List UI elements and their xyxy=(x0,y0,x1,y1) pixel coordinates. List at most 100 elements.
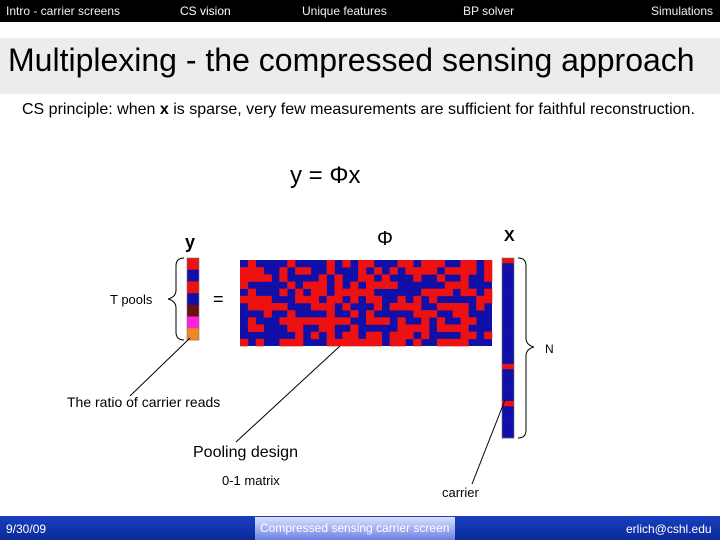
phi-matrix-cell xyxy=(326,331,335,340)
phi-matrix-cell xyxy=(350,288,359,297)
x-vector-cell xyxy=(502,289,514,296)
phi-matrix-cell xyxy=(381,317,390,325)
footer-email: erlich@cshl.edu xyxy=(626,522,712,536)
x-vector-cell xyxy=(502,395,514,402)
phi-matrix-cell xyxy=(326,338,335,347)
phi-matrix-cell xyxy=(271,303,280,311)
phi-matrix-cell xyxy=(460,338,469,347)
phi-matrix-cell xyxy=(255,295,264,304)
x-vector-cell xyxy=(502,342,514,349)
phi-matrix-cell xyxy=(436,338,446,347)
phi-matrix-cell xyxy=(476,303,485,311)
phi-matrix-cell xyxy=(373,338,383,347)
x-vector-cell xyxy=(502,374,514,381)
phi-matrix-cell xyxy=(460,267,469,275)
phi-matrix-cell xyxy=(436,288,446,297)
phi-matrix-cell xyxy=(247,295,257,304)
phi-matrix-cell xyxy=(295,324,304,332)
x-vector-cell xyxy=(502,337,514,344)
phi-matrix-cell xyxy=(436,260,446,268)
phi-matrix-cell xyxy=(397,295,406,304)
phi-matrix-cell xyxy=(295,317,304,325)
phi-matrix-cell xyxy=(279,274,288,282)
phi-matrix-cell xyxy=(373,267,383,275)
x-vector-cell xyxy=(502,263,514,269)
carrier-label: carrier xyxy=(442,485,479,500)
phi-matrix-cell xyxy=(389,267,398,275)
phi-matrix-cell xyxy=(240,338,249,347)
phi-matrix-cell xyxy=(279,303,288,311)
phi-matrix-cell xyxy=(255,324,264,332)
phi-matrix-cell xyxy=(334,288,343,297)
phi-matrix-cell xyxy=(373,281,383,289)
x-vector-cell xyxy=(502,268,514,275)
phi-matrix-cell xyxy=(366,317,375,325)
phi-matrix-cell xyxy=(303,295,312,304)
x-vector-cell xyxy=(502,358,514,365)
phi-matrix-cell xyxy=(350,324,359,332)
phi-matrix-cell xyxy=(295,331,304,340)
phi-matrix-cell xyxy=(263,295,272,304)
phi-matrix-cell xyxy=(295,295,304,304)
phi-matrix-cell xyxy=(240,295,249,304)
x-vector-cell xyxy=(502,295,514,301)
nav-item-cs-vision[interactable]: CS vision xyxy=(180,4,231,18)
phi-matrix-cell xyxy=(468,288,477,297)
pooling-pointer-line xyxy=(235,345,341,443)
phi-matrix-cell xyxy=(413,267,422,275)
phi-matrix-cell xyxy=(326,310,335,318)
x-vector-cell xyxy=(502,432,514,439)
phi-matrix-cell xyxy=(460,317,469,325)
phi-matrix-cell xyxy=(342,338,351,347)
nav-item-unique-features[interactable]: Unique features xyxy=(302,4,387,18)
phi-matrix-cell xyxy=(326,267,335,275)
phi-matrix-cell xyxy=(358,274,367,282)
phi-matrix-cell xyxy=(279,317,288,325)
x-vector-cell xyxy=(502,321,514,328)
phi-matrix-cell xyxy=(405,267,414,275)
footer-date: 9/30/09 xyxy=(6,522,47,536)
phi-matrix-cell xyxy=(484,288,493,297)
phi-matrix-cell xyxy=(255,274,264,282)
x-label: X xyxy=(504,228,515,245)
phi-matrix-cell xyxy=(444,267,453,275)
phi-matrix-cell xyxy=(350,281,359,289)
phi-matrix-cell xyxy=(405,303,414,311)
phi-matrix-cell xyxy=(287,324,296,332)
phi-matrix-cell xyxy=(460,274,469,282)
phi-matrix-cell xyxy=(247,303,257,311)
phi-matrix-cell xyxy=(413,338,422,347)
phi-matrix-cell xyxy=(326,260,335,268)
y-vector-frame xyxy=(186,257,200,341)
phi-matrix-cell xyxy=(240,267,249,275)
principle-suffix: is sparse, very few measurements are suf… xyxy=(168,101,695,118)
footer-title: Compressed sensing carrier screen xyxy=(260,521,450,535)
phi-matrix-cell xyxy=(366,331,375,340)
phi-matrix-cell xyxy=(460,324,469,332)
phi-matrix-cell xyxy=(350,310,359,318)
phi-matrix-cell xyxy=(484,274,493,282)
x-vector-cell xyxy=(502,279,514,285)
phi-matrix-cell xyxy=(413,295,422,304)
phi-matrix-cell xyxy=(429,310,438,318)
phi-matrix-cell xyxy=(460,288,469,297)
nav-item-bp-solver[interactable]: BP solver xyxy=(463,4,515,18)
x-vector-cell xyxy=(502,400,514,407)
phi-matrix-cell xyxy=(279,288,288,297)
phi-matrix-cell xyxy=(295,288,304,297)
x-vector-cell xyxy=(502,273,514,280)
x-vector-cell xyxy=(502,411,514,418)
phi-matrix-cell xyxy=(460,310,469,318)
phi-matrix-cell xyxy=(484,295,493,304)
t-pools-label: T pools xyxy=(110,292,153,307)
phi-matrix-cell xyxy=(421,324,430,332)
phi-matrix-cell xyxy=(263,310,272,318)
phi-matrix-cell xyxy=(484,260,493,268)
nav-item-intro[interactable]: Intro - carrier screens xyxy=(6,4,121,18)
nav-item-simulations[interactable]: Simulations xyxy=(651,4,714,18)
x-vector-cell xyxy=(502,300,514,306)
phi-matrix-cell xyxy=(303,267,312,275)
y-vector-cell xyxy=(187,316,199,329)
phi-matrix-cell xyxy=(452,338,461,347)
